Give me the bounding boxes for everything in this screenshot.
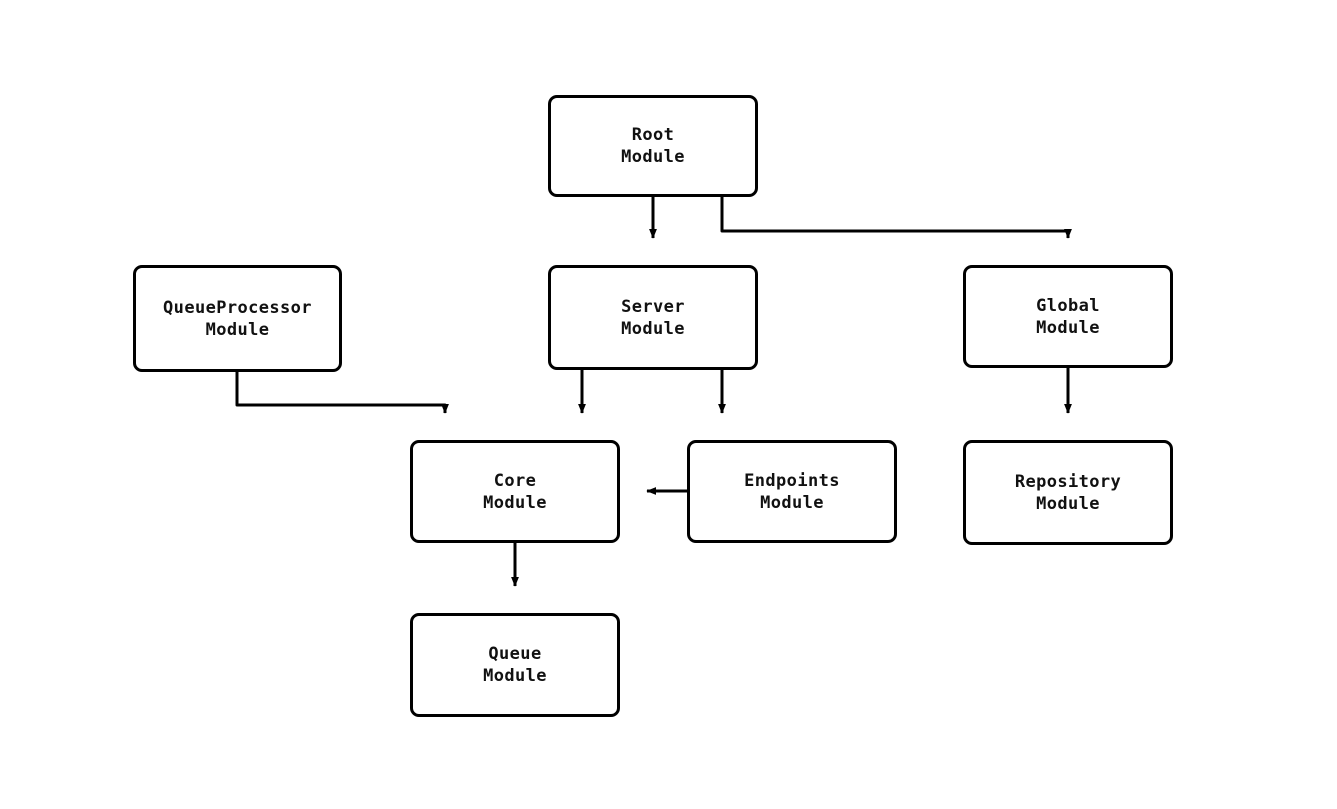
node-title: Global <box>1036 295 1100 316</box>
node-subtitle: Module <box>483 666 547 686</box>
node-queue-module[interactable]: Queue Module <box>410 613 620 717</box>
node-title: Root <box>631 125 675 145</box>
node-title: Server <box>621 296 685 317</box>
edge-root-global <box>720 197 1072 239</box>
node-subtitle: Module <box>1036 493 1100 514</box>
node-global-module[interactable]: Global Module <box>963 265 1173 368</box>
node-endpoints-module[interactable]: Endpoints Module <box>687 440 897 543</box>
node-subtitle: Module <box>1036 317 1100 338</box>
node-root-module[interactable]: Root Module <box>548 95 758 197</box>
node-repository-module[interactable]: Repository Module <box>963 440 1173 545</box>
node-queueprocessor-module[interactable]: QueueProcessor Module <box>133 265 342 372</box>
node-title: Queue <box>488 644 542 664</box>
node-subtitle: Module <box>760 492 824 513</box>
node-core-module[interactable]: Core Module <box>410 440 620 543</box>
edge-queueprocessor-core <box>235 372 449 414</box>
node-subtitle: Module <box>205 319 270 340</box>
node-title: QueueProcessor <box>163 297 312 318</box>
node-title: Endpoints <box>744 470 840 491</box>
node-server-module[interactable]: Server Module <box>548 265 758 370</box>
node-title: Repository <box>1014 471 1122 492</box>
node-title: Core <box>493 470 537 491</box>
node-subtitle: Module <box>483 492 547 513</box>
node-subtitle: Module <box>621 318 685 339</box>
node-subtitle: Module <box>621 147 685 167</box>
